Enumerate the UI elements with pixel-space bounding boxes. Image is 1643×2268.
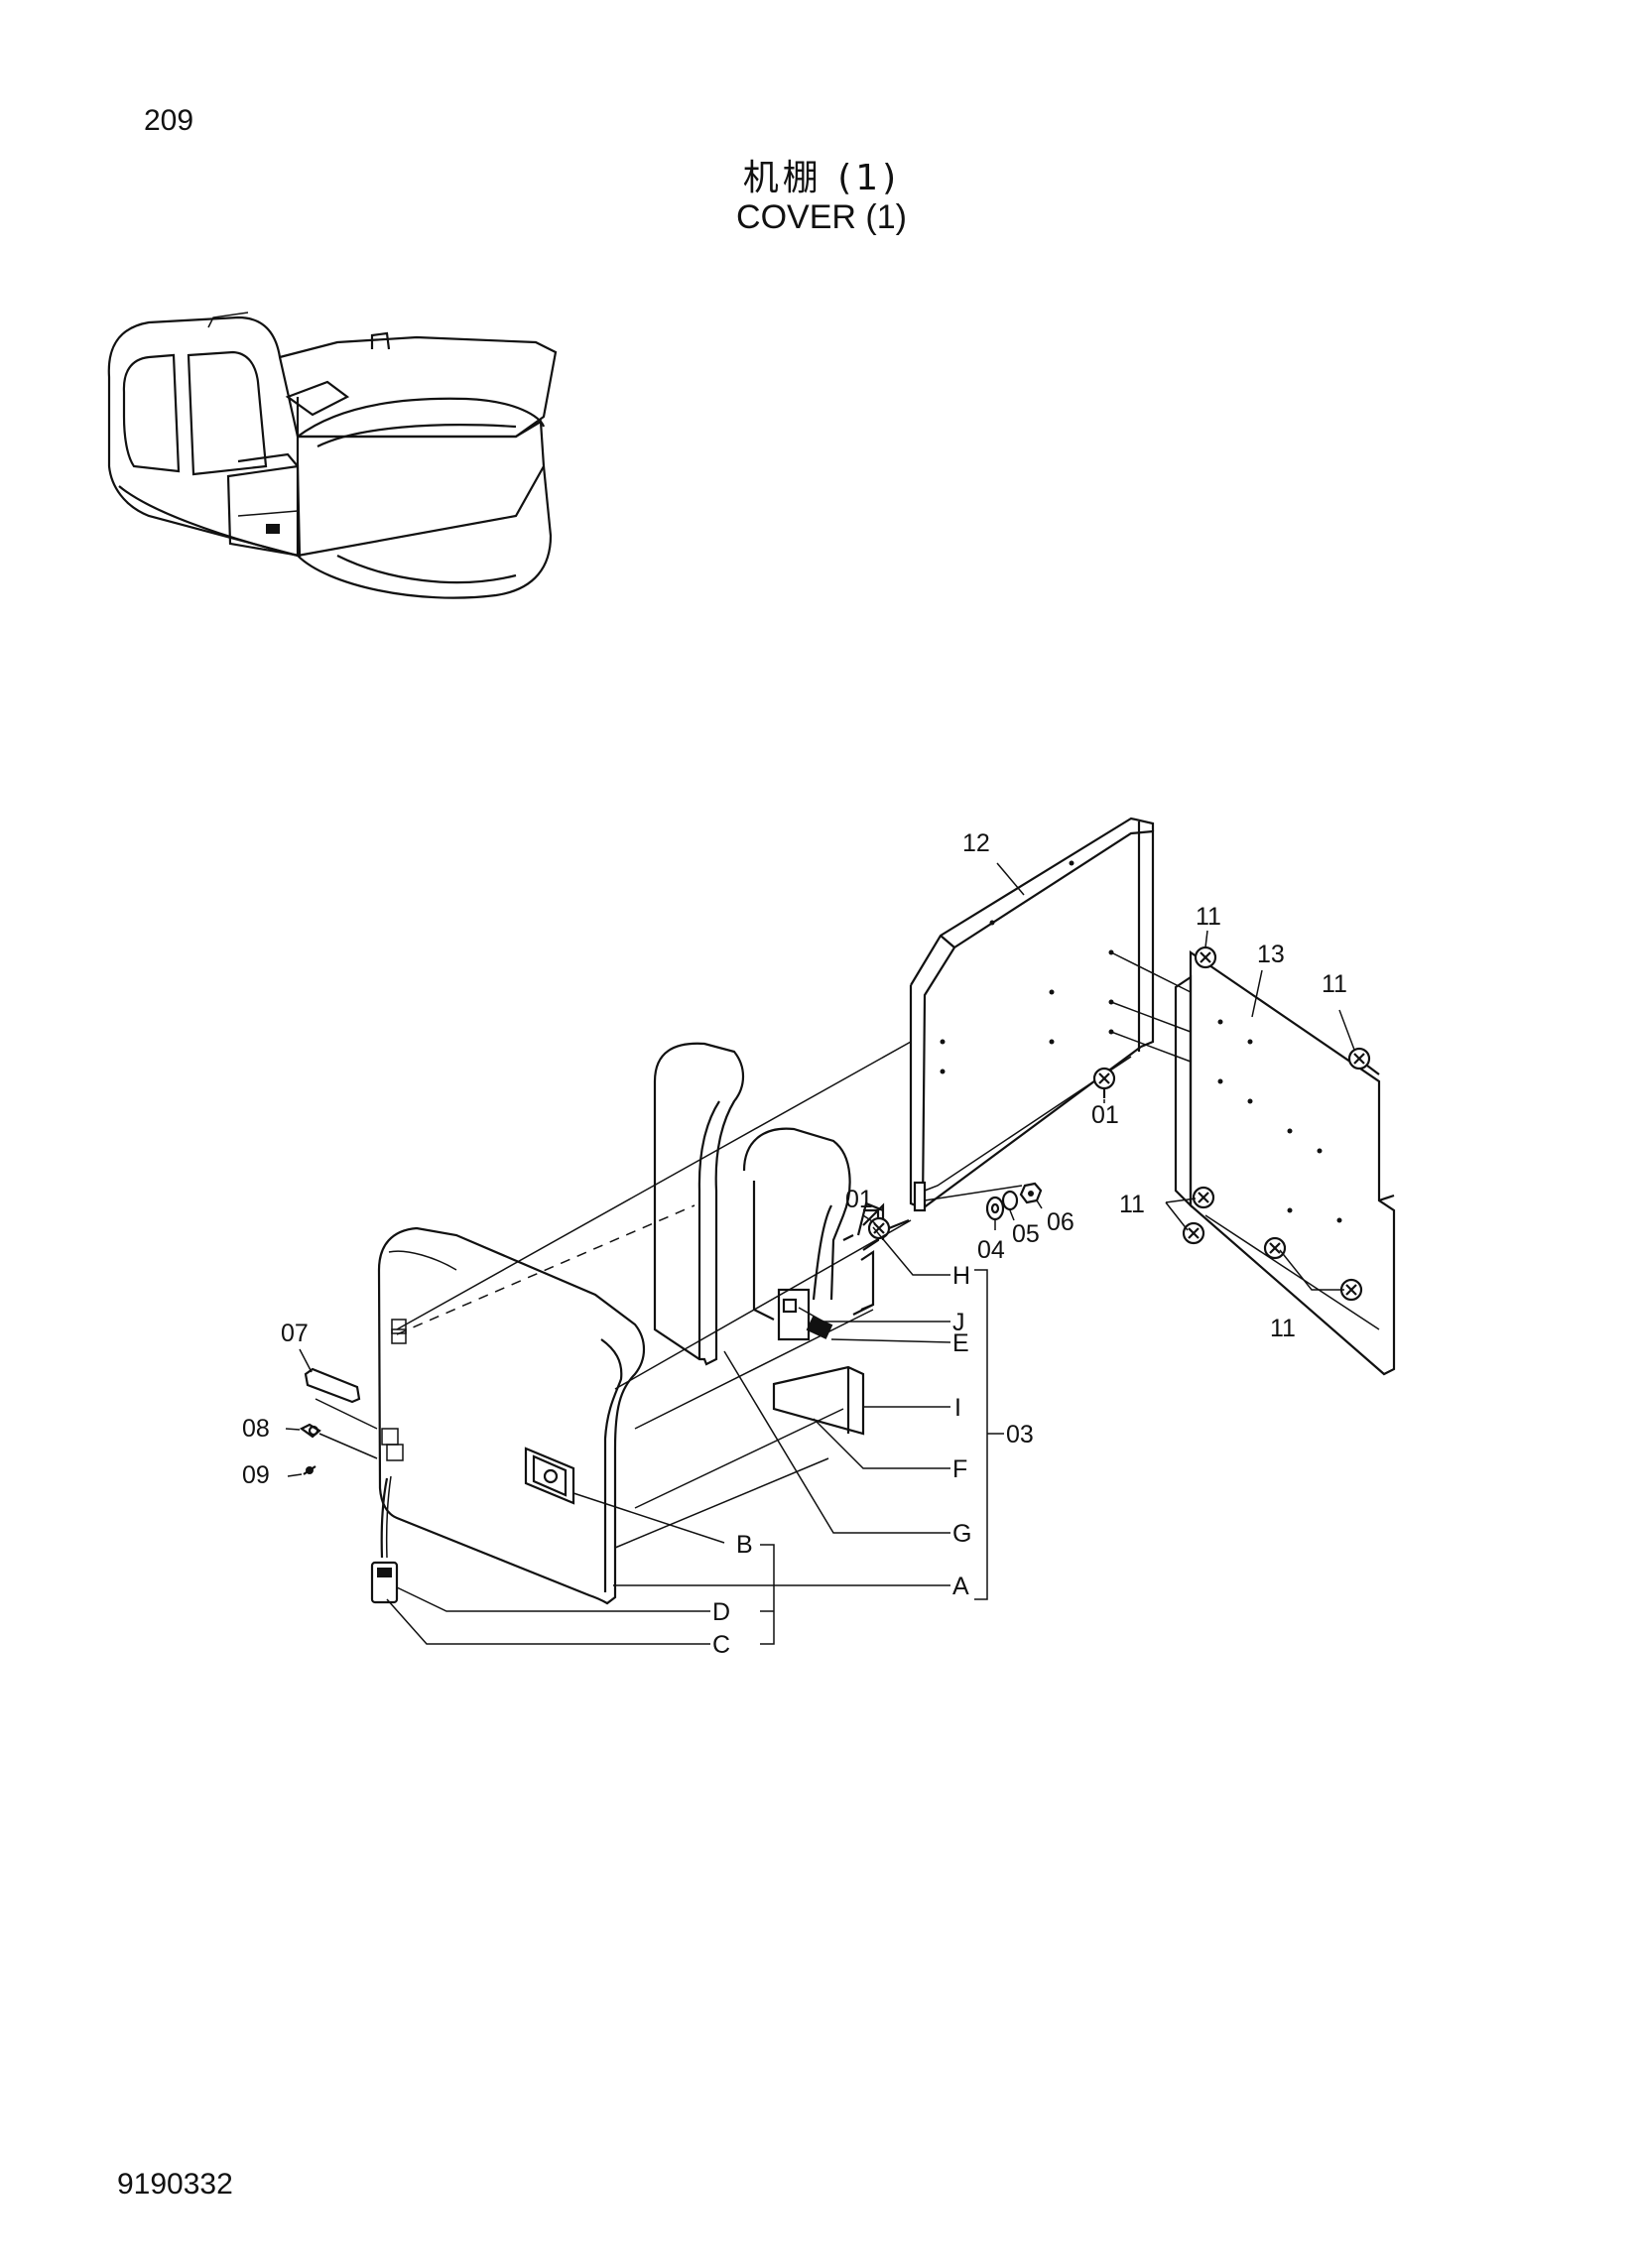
callout-J: J [952,1309,965,1336]
callout-C: C [712,1631,730,1659]
document-code: 9190332 [117,2168,233,2201]
callout-B: B [736,1531,753,1559]
panel-12-frame [909,817,1155,1212]
washer-04 [985,1196,1005,1221]
callout-04: 04 [977,1236,1005,1264]
callout-F: F [952,1455,967,1483]
callout-09: 09 [242,1461,270,1489]
explosion-lines [315,951,1380,1549]
page-title-english: COVER (1) [736,198,907,236]
callout-07: 07 [281,1320,309,1347]
callout-11-top: 11 [1196,903,1221,931]
bolt-01-lower [867,1216,910,1240]
page-number: 209 [144,104,194,137]
nut-06 [1019,1182,1043,1204]
callout-05: 05 [1012,1220,1040,1248]
callout-11-mid: 11 [1119,1191,1145,1218]
callout-01-upper: 01 [1091,1101,1119,1129]
callout-08: 08 [242,1415,270,1443]
washer-05 [1001,1190,1019,1211]
callout-01-lower: 01 [845,1186,873,1213]
callout-A: A [952,1573,969,1600]
seal-strip [772,1365,865,1436]
small-parts-07-08-09 [299,1367,361,1475]
callout-13: 13 [1257,941,1285,968]
callout-I: I [954,1394,961,1422]
callout-G: G [952,1520,971,1548]
callout-06: 06 [1047,1208,1074,1236]
bolts-11 [1182,945,1380,1302]
leader-lines [285,862,1355,1645]
main-door-panel [370,1226,646,1605]
page-title-chinese: 机棚 (1) [742,158,901,198]
callout-12: 12 [962,829,990,857]
callout-labels: 12 11 13 11 01 01 06 05 04 11 11 H J E I… [242,829,1347,1659]
callout-D: D [712,1598,730,1626]
callout-H: H [952,1262,970,1290]
panel-13-plate [1174,949,1396,1376]
callout-E: E [952,1329,969,1357]
callout-03: 03 [1006,1421,1034,1449]
callout-11-right: 11 [1322,970,1347,998]
callout-11-bottom: 11 [1270,1315,1296,1342]
bolt-01-upper [1092,1067,1116,1098]
excavator-locator-thumbnail [107,312,558,599]
latch-bracket [777,1288,833,1341]
